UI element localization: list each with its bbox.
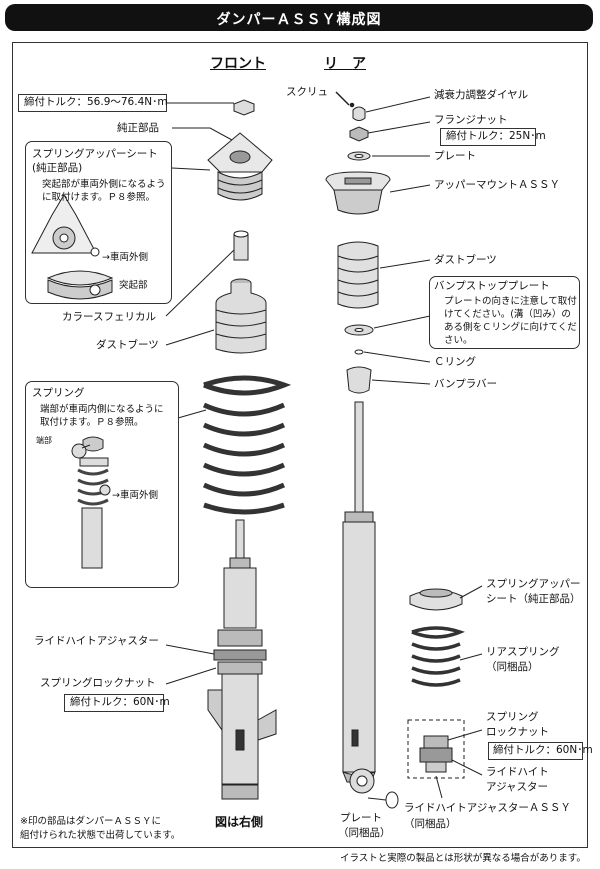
rear-ride-height-label1: ライドハイト — [486, 766, 549, 778]
front-spring-note1: 端部が車両内側になるように — [40, 404, 164, 415]
front-outer-side-label: →車両外側 — [102, 252, 148, 263]
inset-seat-top — [31, 194, 97, 254]
rear-spring — [411, 626, 465, 687]
rear-flange-torque: 締付トルク：25N･m — [446, 130, 546, 142]
front-rod — [235, 519, 245, 561]
rear-bump-stop-note2: けてください。(溝（凹み）の — [444, 309, 571, 320]
rear-bump-stop-note1: プレートの向きに注意して取付 — [444, 296, 577, 307]
rear-bump-stop-note4: さい。 — [444, 335, 473, 346]
front-collar — [233, 233, 249, 261]
diagram-frame — [12, 42, 588, 848]
rear-bump-stop-inset — [429, 276, 580, 349]
rear-spring-label2: （同梱品） — [486, 661, 539, 673]
front-outer-side-label2: →車両外側 — [112, 490, 158, 501]
front-torque-top: 締付トルク：56.9〜76.4N･m — [24, 96, 168, 108]
front-spring-seat-sub: (純正部品) — [32, 162, 83, 174]
front-collar-label: カラースフェリカル — [62, 311, 156, 323]
front-dust-boot — [215, 283, 267, 354]
front-spring — [202, 375, 292, 515]
front-dust-boot-label: ダストブーツ — [96, 339, 159, 351]
front-strut-body — [223, 567, 257, 629]
front-ride-height-adjuster — [213, 649, 267, 661]
rear-dial-label: 減衰力調整ダイヤル — [434, 89, 529, 101]
disclaimer: イラストと実際の製品とは形状が異なる場合があります。 — [340, 853, 586, 864]
section-rear-title: リ ア — [324, 56, 366, 72]
rear-flange-nut — [349, 126, 369, 142]
front-ride-height-label: ライドハイトアジャスター — [34, 635, 159, 647]
rear-lock-torque: 締付トルク：60N･m — [493, 744, 593, 756]
front-lock-torque-box — [64, 694, 164, 712]
rear-dust-boot — [337, 241, 379, 309]
rear-lock-nut — [423, 735, 449, 749]
rear-lock-torque-box — [488, 742, 583, 760]
rear-damper-body — [342, 521, 376, 773]
front-end-label: 端部 — [36, 436, 52, 445]
rear-lock-nut-label1: スプリング — [486, 711, 539, 723]
rear-bottom-plate — [385, 791, 399, 809]
rear-ride-height-label2: アジャスター — [486, 781, 549, 793]
rear-bump-stop-note3: ある側をＣリングに向けてくだ — [444, 322, 577, 333]
front-spring-seat-inset — [25, 141, 172, 304]
header-title: ダンパーＡＳＳＹ構成図 — [216, 12, 382, 28]
front-spring-note2: 取付けます。Ｐ８参照。 — [40, 417, 144, 428]
rear-dial — [352, 106, 366, 121]
rear-upper-mount-label: アッパーマウントＡＳＳＹ — [434, 179, 560, 191]
front-spring-seat-note1: 突起部が車両外側になるよう — [42, 179, 166, 190]
right-side-label: 図は右側 — [215, 815, 264, 829]
rear-bump-stop-title: バンプストッププレート — [434, 280, 550, 292]
rear-ride-height-frame — [407, 719, 465, 779]
rear-rod — [354, 401, 364, 513]
front-nut — [233, 99, 255, 116]
header-bar: ダンパーＡＳＳＹ構成図 — [5, 4, 593, 31]
front-spring-seat-title: スプリングアッパーシート — [32, 148, 158, 160]
front-spring-title: スプリング — [32, 387, 85, 399]
rear-ride-height-assy-label2: （同梱品） — [404, 818, 457, 830]
rear-dust-boot-label: ダストブーツ — [434, 254, 497, 266]
footnote-line2: 組付けられた状態で出荷しています。 — [20, 830, 181, 841]
rear-bottom-plate-label1: プレート — [340, 812, 382, 824]
rear-spring-seat-label2: シート（純正部品） — [486, 593, 581, 605]
front-protrusion-label: 突起部 — [119, 280, 148, 291]
section-front-title: フロント — [210, 56, 266, 72]
rear-flange-nut-label: フランジナット — [434, 114, 508, 126]
rear-flange-torque-box — [440, 128, 536, 146]
rear-ride-height-assy-label1: ライドハイトアジャスターＡＳＳＹ — [404, 802, 571, 814]
front-lock-torque: 締付トルク：60N･m — [70, 696, 170, 708]
front-spring-inset — [25, 381, 179, 588]
inset-strut — [81, 507, 103, 569]
rear-c-ring — [354, 349, 364, 355]
front-genuine-part-label: 純正部品 — [117, 122, 159, 134]
rear-screw-label: スクリュ — [286, 86, 328, 98]
rear-bump-rubber-label: バンプラバー — [434, 378, 498, 390]
footnote-line1: ※印の部品はダンパーＡＳＳＹに — [20, 816, 161, 827]
rear-spring-seat-label1: スプリングアッパー — [486, 578, 581, 590]
rear-plate-label: プレート — [434, 150, 476, 162]
rear-bottom-plate-label2: （同梱品） — [338, 827, 391, 839]
rear-bump-rubber — [346, 366, 372, 394]
front-lock-nut — [217, 661, 263, 675]
rear-spring-label1: リアスプリング — [486, 646, 560, 658]
inset-seat-side — [46, 270, 114, 286]
rear-c-ring-label: Ｃリング — [434, 356, 476, 368]
rear-lock-nut-label2: ロックナット — [486, 726, 549, 738]
front-spring-seat-note2: に取付けます。Ｐ８参照。 — [42, 192, 156, 203]
front-torque-box — [18, 94, 167, 112]
front-lock-nut-label: スプリングロックナット — [40, 677, 156, 689]
